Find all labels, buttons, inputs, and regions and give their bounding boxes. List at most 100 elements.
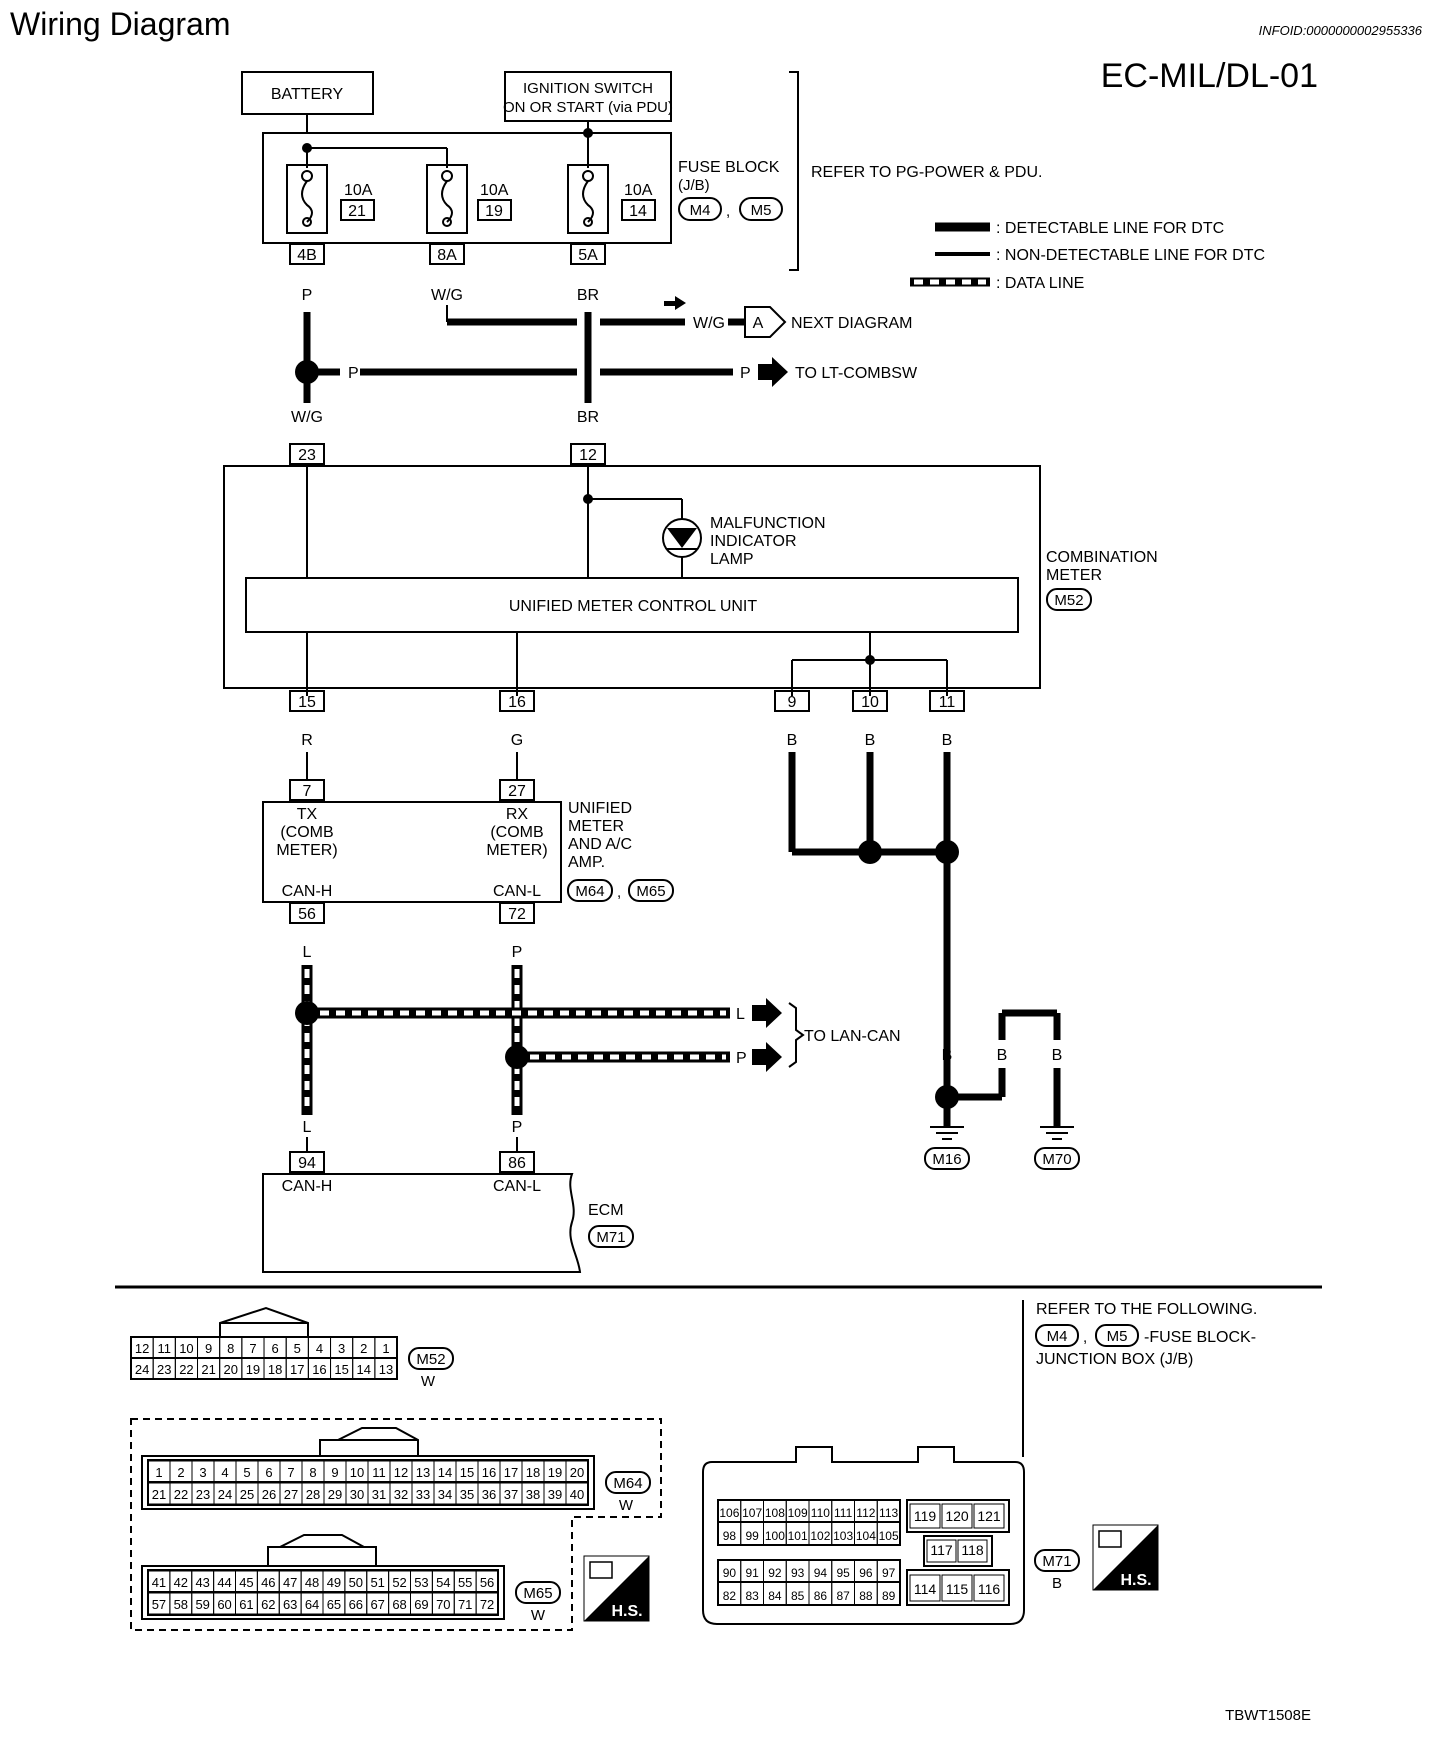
connector-pin-number: 85 — [791, 1589, 805, 1603]
refer-conn-m4: M4 — [1047, 1328, 1068, 1345]
connector-pin-number: 99 — [745, 1529, 759, 1543]
connector-pin-number: 96 — [859, 1566, 873, 1580]
m64-m65-dashed-group — [130, 1418, 662, 1631]
connector-pin-number: 49 — [327, 1575, 341, 1590]
connector-pin-number: 11 — [158, 1341, 172, 1356]
connector-pin-number: 42 — [174, 1575, 188, 1590]
wire-p-lower: P — [512, 1119, 523, 1136]
m64-color: W — [619, 1497, 634, 1514]
connector-pin-number: 47 — [283, 1575, 297, 1590]
connector-pin-number: 108 — [765, 1506, 785, 1520]
connector-pin-number: 11 — [372, 1465, 386, 1480]
connector-pin-number: 101 — [788, 1529, 808, 1543]
connector-pin-number: 105 — [879, 1529, 899, 1543]
connector-pin-number: 90 — [723, 1566, 737, 1580]
connector-pin-number: 38 — [526, 1487, 540, 1502]
fuse-21-num: 21 — [348, 203, 366, 220]
connector-pin-number: 93 — [791, 1566, 805, 1580]
amp-conn-m64: M64 — [575, 883, 604, 900]
fuse-14-amp: 10A — [624, 182, 653, 199]
connector-pin-number: 103 — [833, 1529, 853, 1543]
mil-label-3: LAMP — [710, 551, 754, 568]
info-id: INFOID:0000000002955336 — [1259, 23, 1423, 38]
connector-pin-number: 111 — [834, 1506, 853, 1520]
connector-pin-number: 22 — [174, 1487, 188, 1502]
connector-pin-number: 68 — [392, 1597, 406, 1612]
pin-4b: 4B — [297, 247, 317, 264]
connector-pin-number: 84 — [768, 1589, 782, 1603]
to-lan-can: TO LAN-CAN — [804, 1028, 901, 1045]
connector-pin-number: 4 — [221, 1465, 228, 1480]
connector-pin-number: 16 — [482, 1465, 496, 1480]
refer-desc-1: -FUSE BLOCK- — [1144, 1329, 1256, 1346]
connector-pin-number: 14 — [438, 1465, 452, 1480]
connector-pin-number: 64 — [305, 1597, 319, 1612]
connector-pin-number: 41 — [152, 1575, 166, 1590]
fuse-21 — [286, 164, 328, 234]
control-unit-label: UNIFIED METER CONTROL UNIT — [509, 598, 758, 615]
connector-pin-number: 3 — [338, 1341, 345, 1356]
pin-56: 56 — [298, 906, 316, 923]
connector-pin-number: 115 — [946, 1581, 969, 1597]
ignition-label-1: IGNITION SWITCH — [523, 80, 653, 97]
connector-pin-number: 61 — [239, 1597, 253, 1612]
combination-meter-label-2: METER — [1046, 567, 1102, 584]
tx-label-2: (COMB — [280, 824, 333, 841]
connector-pin-number: 121 — [977, 1508, 1001, 1524]
rx-label-1: RX — [506, 806, 529, 823]
m52-color: W — [421, 1373, 436, 1390]
connector-pin-number: 13 — [416, 1465, 430, 1480]
wire-p-left: P — [348, 365, 359, 382]
connector-pin-number: 32 — [394, 1487, 408, 1502]
fuse-19 — [426, 164, 468, 234]
connector-pin-number: 37 — [504, 1487, 518, 1502]
fuse-block-conn-m4: M4 — [690, 202, 711, 219]
pin-5a: 5A — [578, 247, 598, 264]
m65-color: W — [531, 1607, 546, 1624]
wire-g: G — [511, 732, 523, 749]
connector-pin-number: 9 — [205, 1341, 212, 1356]
connector-pin-number: 43 — [195, 1575, 209, 1590]
comma: , — [726, 203, 730, 220]
fuse-14 — [567, 164, 609, 234]
wire-wg-fuse19: W/G — [431, 287, 463, 304]
mil-label-1: MALFUNCTION — [710, 515, 826, 532]
comma: , — [1083, 1329, 1087, 1346]
connector-pin-number: 12 — [135, 1341, 149, 1356]
fuse-21-amp: 10A — [344, 182, 373, 199]
connector-pin-number: 114 — [914, 1581, 937, 1597]
connector-pin-number: 16 — [312, 1362, 326, 1377]
connector-pin-number: 27 — [284, 1487, 298, 1502]
connector-pin-number: 100 — [765, 1529, 785, 1543]
pin-23: 23 — [298, 447, 316, 464]
ground-conn-m70: M70 — [1042, 1151, 1071, 1168]
wire-p-fuse21: P — [302, 287, 313, 304]
can-l-label: CAN-L — [493, 883, 541, 900]
pin-94: 94 — [298, 1155, 316, 1172]
connector-pin-number: 7 — [249, 1341, 256, 1356]
connector-pin-number: 70 — [436, 1597, 450, 1612]
legend-detectable: : DETECTABLE LINE FOR DTC — [996, 220, 1224, 237]
refer-pg-power: REFER TO PG-POWER & PDU. — [811, 164, 1042, 181]
m52-name: M52 — [416, 1351, 445, 1368]
ground-conn-m16: M16 — [932, 1151, 961, 1168]
connector-pin-number: 117 — [930, 1542, 953, 1558]
amp-conn-m65: M65 — [636, 883, 665, 900]
connector-pin-number: 113 — [879, 1506, 898, 1520]
connector-pin-number: 15 — [460, 1465, 474, 1480]
wire-wg-lower: W/G — [291, 409, 323, 426]
connector-pin-number: 83 — [745, 1589, 759, 1603]
connector-pin-number: 65 — [327, 1597, 341, 1612]
connector-pin-number: 98 — [723, 1529, 737, 1543]
connector-pin-number: 22 — [179, 1362, 193, 1377]
wire-l-upper: L — [303, 944, 312, 961]
connector-pin-number: 20 — [224, 1362, 238, 1377]
ecm-box — [262, 1173, 582, 1273]
wire-l-lower: L — [303, 1119, 312, 1136]
m65-name: M65 — [523, 1585, 552, 1602]
rx-label-3: METER) — [486, 842, 547, 859]
connector-pin-number: 110 — [811, 1506, 830, 1520]
connector-pin-number: 69 — [414, 1597, 428, 1612]
m71-name: M71 — [1042, 1553, 1071, 1570]
